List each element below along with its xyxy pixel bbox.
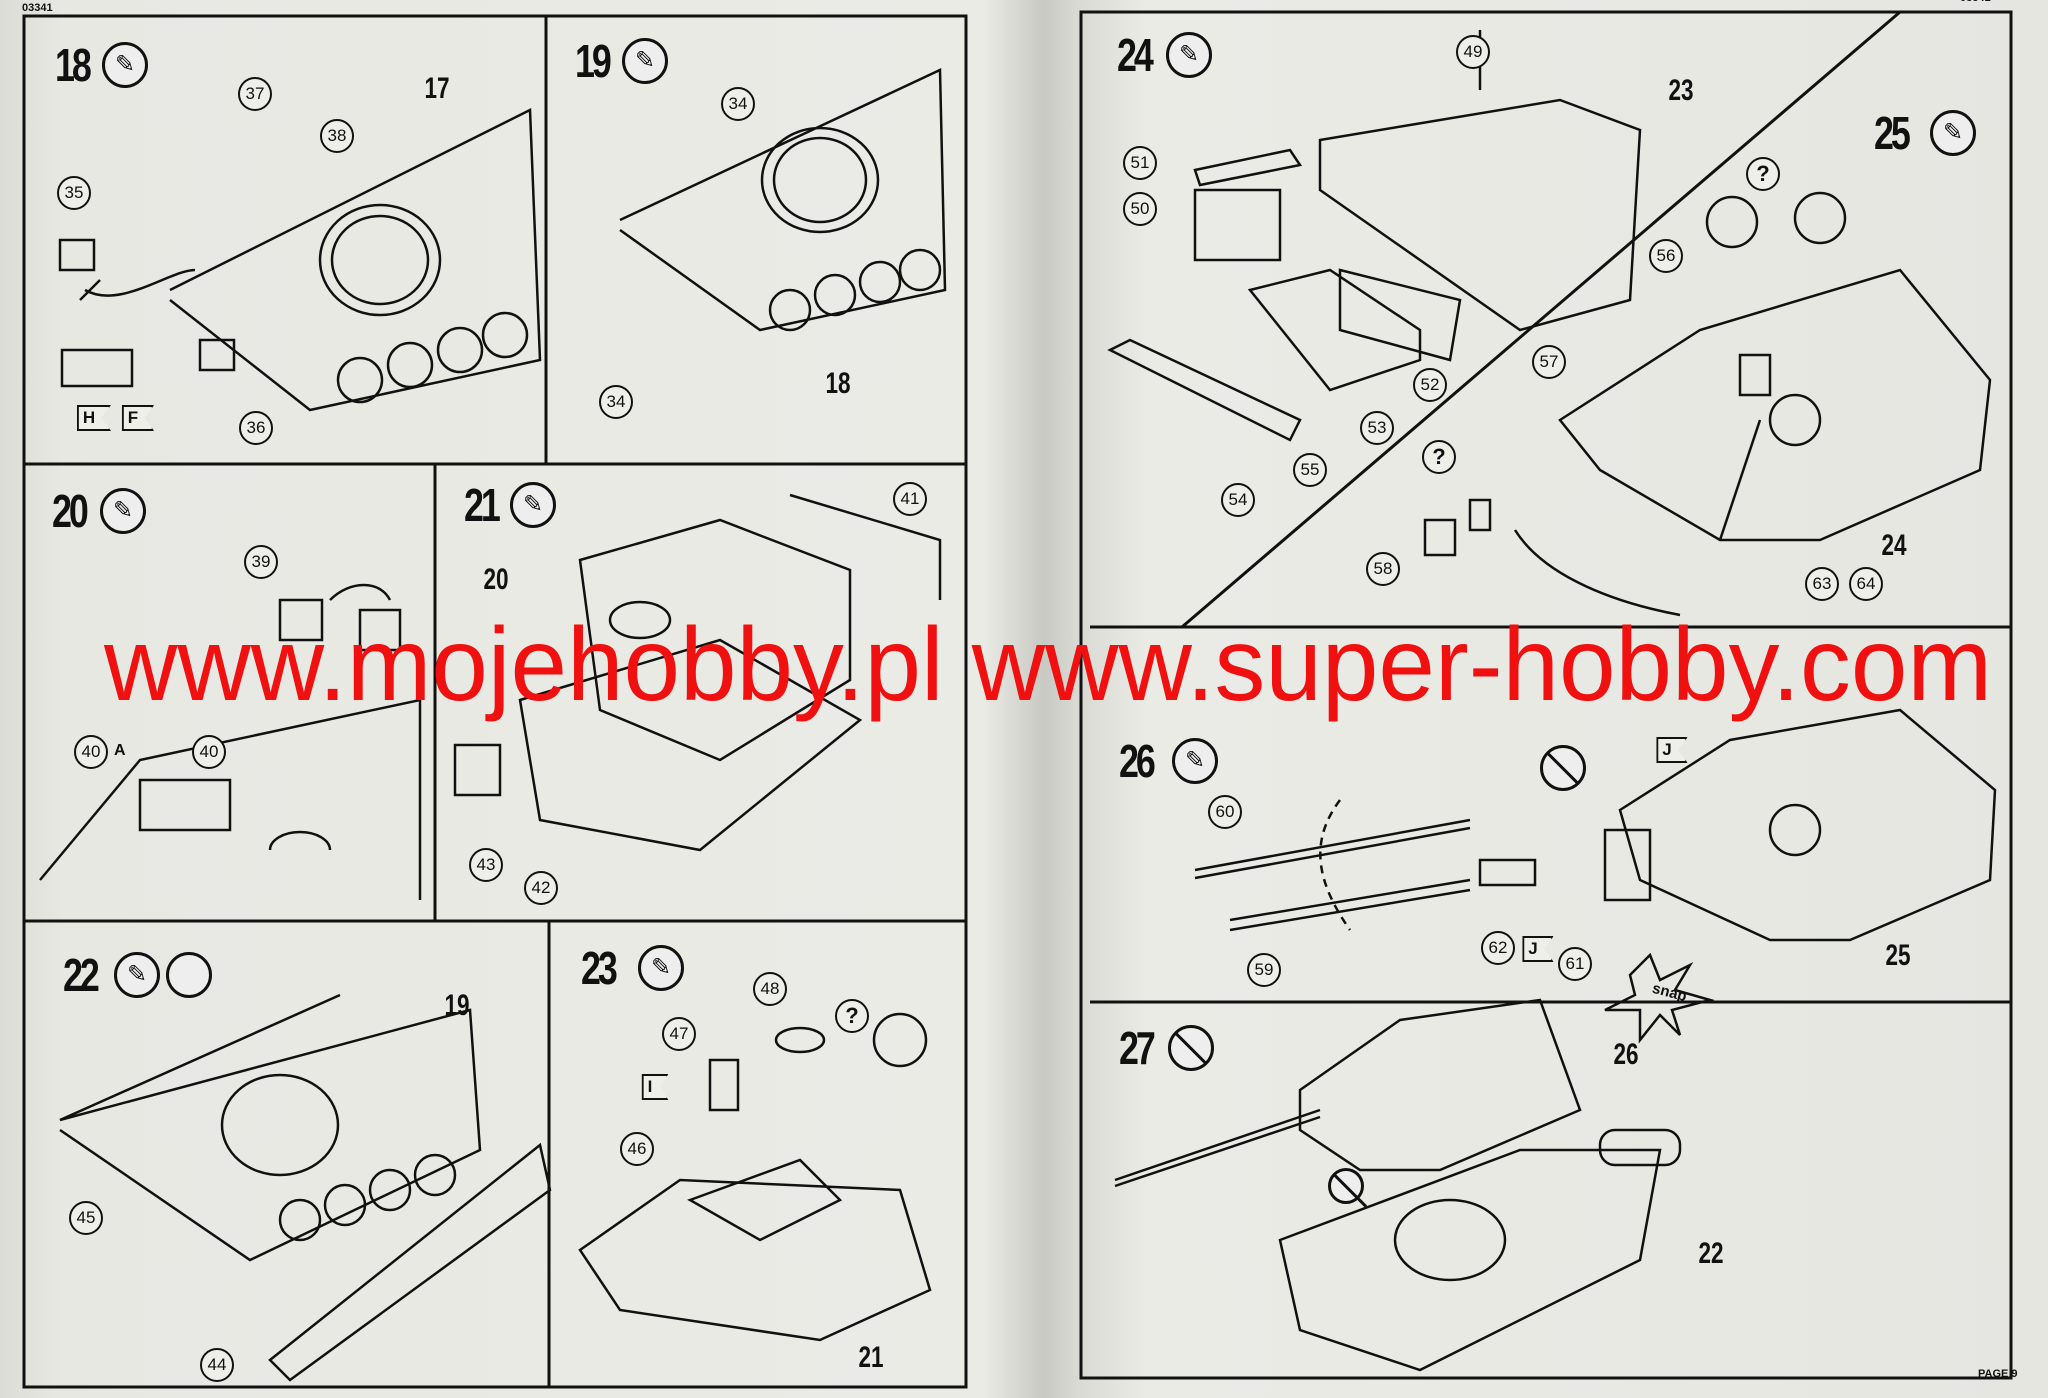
decal-flag: F	[121, 405, 155, 431]
left-page-frame	[22, 14, 968, 1389]
part-label: 19	[444, 989, 470, 1022]
callout: 39	[244, 545, 278, 579]
callout: 40	[74, 735, 108, 769]
turret-drawing-23	[578, 1012, 932, 1342]
callout: 34	[599, 385, 633, 419]
callout: 36	[239, 411, 273, 445]
turret-drawing-21	[453, 493, 942, 852]
gun-and-turret-drawing-26	[1194, 708, 1997, 1044]
turret-rear-drawing-24	[1107, 30, 1642, 442]
callout: 59	[1247, 953, 1281, 987]
question-mark-icon: ?	[1746, 157, 1780, 191]
header-code-right: 03341	[1960, 0, 1991, 4]
no-glue-icon	[1540, 745, 1586, 791]
turret-drawing-25	[1423, 191, 1992, 617]
hull-drawing-18	[58, 108, 542, 412]
glue-icon: ✎	[638, 945, 684, 991]
glue-icon: ✎	[114, 952, 160, 998]
part-label: 18	[825, 367, 851, 400]
callout: 43	[469, 848, 503, 882]
step-number: 20	[52, 485, 89, 537]
question-mark-icon: ?	[1422, 440, 1456, 474]
callout: 54	[1221, 483, 1255, 517]
callout: 48	[753, 972, 787, 1006]
callout: 61	[1558, 947, 1592, 981]
glue-icon: ✎	[100, 488, 146, 534]
callout: 37	[238, 77, 272, 111]
callout: 60	[1208, 795, 1242, 829]
assembled-tank-drawing-27	[1114, 998, 1682, 1372]
step-number: 21	[464, 479, 501, 531]
paint-icon	[166, 952, 212, 998]
no-glue-icon	[1328, 1168, 1364, 1204]
glue-icon: ✎	[1930, 110, 1976, 156]
callout: 64	[1849, 567, 1883, 601]
page-number: PAGE 9	[1978, 1368, 2018, 1380]
header-code-left: 03341	[22, 2, 53, 14]
callout: 58	[1366, 552, 1400, 586]
hull-drawing-19	[619, 68, 947, 332]
callout: 57	[1532, 345, 1566, 379]
callout: 41	[893, 482, 927, 516]
step-number: 19	[575, 35, 612, 87]
callout: 56	[1649, 239, 1683, 273]
callout: 55	[1293, 453, 1327, 487]
glue-icon: ✎	[622, 38, 668, 84]
interior-drawing-20	[39, 583, 422, 900]
step-number: 24	[1117, 29, 1154, 81]
callout: 49	[1456, 35, 1490, 69]
step-number: 27	[1119, 1022, 1156, 1074]
step-number: 18	[55, 39, 92, 91]
step-number: 26	[1119, 735, 1156, 787]
part-label: 24	[1881, 529, 1907, 562]
part-label: 21	[858, 1341, 884, 1374]
question-mark-icon: ?	[835, 999, 869, 1033]
callout: 63	[1805, 567, 1839, 601]
variant-label: A	[114, 742, 126, 759]
callout: 35	[57, 176, 91, 210]
callout: 62	[1481, 931, 1515, 965]
callout: 46	[620, 1132, 654, 1166]
glue-icon: ✎	[510, 482, 556, 528]
callout: 52	[1413, 368, 1447, 402]
callout: 50	[1123, 192, 1157, 226]
callout: 42	[524, 871, 558, 905]
no-glue-icon	[1168, 1025, 1214, 1071]
glue-icon: ✎	[1166, 32, 1212, 78]
callout: 34	[721, 87, 755, 121]
part-label: 23	[1668, 74, 1694, 107]
part-label: 22	[1698, 1237, 1724, 1270]
hull-drawing-22	[59, 993, 552, 1382]
glue-icon: ✎	[1172, 738, 1218, 784]
watermark-text: www.mojehobby.pl www.super-hobby.com	[103, 607, 1992, 723]
step-number: 23	[581, 942, 618, 994]
callout: 40	[192, 735, 226, 769]
callout: 51	[1123, 146, 1157, 180]
part-label: 25	[1885, 939, 1911, 972]
step-number: 22	[63, 949, 100, 1001]
part-label: 20	[483, 563, 509, 596]
divider	[1181, 10, 1901, 629]
step-number: 25	[1874, 107, 1911, 159]
part-label: 26	[1613, 1038, 1639, 1071]
callout: 47	[662, 1017, 696, 1051]
part-label: 17	[424, 72, 450, 105]
glue-icon: ✎	[102, 42, 148, 88]
right-page-frame	[1079, 10, 2013, 1380]
callout: 53	[1360, 411, 1394, 445]
callout: 45	[69, 1201, 103, 1235]
callout: 38	[320, 119, 354, 153]
callout: 44	[200, 1348, 234, 1382]
